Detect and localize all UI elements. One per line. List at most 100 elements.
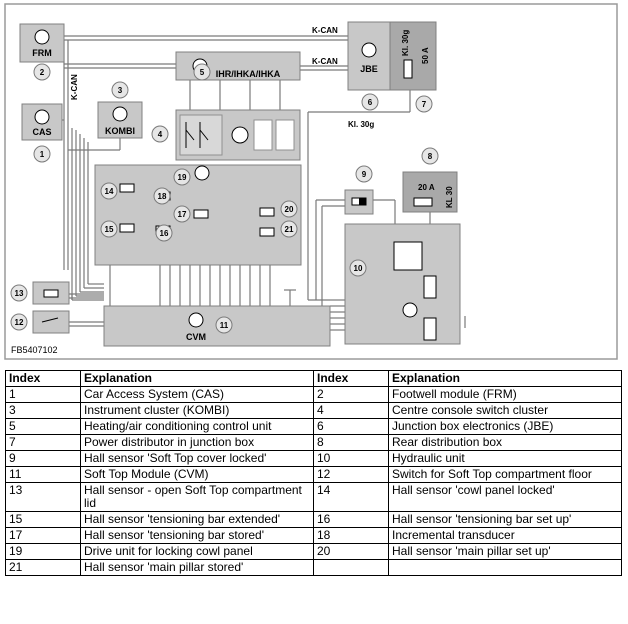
- jbe-module: JBE Kl. 30g 50 A: [347, 21, 437, 91]
- callout-6: 6: [361, 93, 379, 111]
- callout-number: 3: [118, 86, 123, 95]
- index-cell: 21: [5, 559, 81, 576]
- explanation-cell: Rear distribution box: [388, 434, 622, 451]
- callout-number: 14: [105, 187, 114, 196]
- bus-wiring: [60, 35, 466, 331]
- jbe-fuse-label: 50 A: [421, 47, 430, 64]
- callout-21: 21: [280, 220, 298, 238]
- callout-14: 14: [100, 182, 118, 200]
- callout-17: 17: [173, 205, 191, 223]
- hydraulic-unit: [344, 223, 461, 345]
- cas-label: CAS: [32, 127, 51, 137]
- callout-number: 11: [220, 321, 229, 330]
- index-cell: 12: [313, 466, 389, 483]
- hall-sensor-13: [32, 281, 70, 305]
- index-cell: 19: [5, 543, 81, 560]
- index-cell: 17: [5, 527, 81, 544]
- index-cell: 9: [5, 450, 81, 467]
- explanation-cell: Hall sensor 'cowl panel locked': [388, 482, 622, 512]
- callout-1: 1: [33, 145, 51, 163]
- callout-5: 5: [193, 63, 211, 81]
- callout-18: 18: [153, 187, 171, 205]
- explanation-cell: Switch for Soft Top compartment floor: [388, 466, 622, 483]
- explanation-cell: Hall sensor - open Soft Top compartment …: [80, 482, 314, 512]
- explanation-cell: Drive unit for locking cowl panel: [80, 543, 314, 560]
- callout-number: 10: [354, 264, 363, 273]
- kombi-label: KOMBI: [105, 126, 135, 136]
- explanation-cell: Soft Top Module (CVM): [80, 466, 314, 483]
- explanation-cell: Centre console switch cluster: [388, 402, 622, 419]
- explanation-cell: Hall sensor 'tensioning bar extended': [80, 511, 314, 528]
- callout-number: 1: [40, 150, 45, 159]
- callout-20: 20: [280, 200, 298, 218]
- callout-number: 2: [40, 68, 45, 77]
- callout-number: 13: [15, 289, 24, 298]
- callout-number: 6: [368, 98, 373, 107]
- legend-header-row: Index Explanation Index Explanation: [5, 370, 622, 387]
- kombi-module: KOMBI: [97, 101, 143, 139]
- header-index-2: Index: [313, 370, 389, 387]
- callout-number: 21: [285, 225, 294, 234]
- explanation-cell: Heating/air conditioning control unit: [80, 418, 314, 435]
- index-cell: 18: [313, 527, 389, 544]
- header-explanation-1: Explanation: [80, 370, 314, 387]
- callout-number: 15: [105, 225, 114, 234]
- header-index-1: Index: [5, 370, 81, 387]
- explanation-cell: Hall sensor 'tensioning bar stored': [80, 527, 314, 544]
- kl30g-label: Kl. 30g: [348, 120, 374, 129]
- switch-cluster: [175, 109, 301, 161]
- index-cell: 6: [313, 418, 389, 435]
- index-cell: 11: [5, 466, 81, 483]
- index-cell: 5: [5, 418, 81, 435]
- kcan-label-2: K-CAN: [312, 57, 338, 66]
- explanation-cell: Hall sensor 'main pillar stored': [80, 559, 314, 576]
- index-cell: 4: [313, 402, 389, 419]
- frm-label: FRM: [32, 48, 52, 58]
- callout-4: 4: [151, 125, 169, 143]
- callout-number: 16: [160, 229, 169, 238]
- index-cell: 8: [313, 434, 389, 451]
- callout-number: 9: [362, 170, 367, 179]
- callout-number: 7: [422, 100, 427, 109]
- cas-module: CAS: [21, 103, 63, 141]
- rear-fuse-label: 20 A: [418, 183, 435, 192]
- explanation-cell: Hydraulic unit: [388, 450, 622, 467]
- callout-2: 2: [33, 63, 51, 81]
- header-explanation-2: Explanation: [388, 370, 622, 387]
- callout-3: 3: [111, 81, 129, 99]
- index-cell: 20: [313, 543, 389, 560]
- callout-number: 19: [178, 173, 187, 182]
- hall-sensor-9: [344, 189, 374, 215]
- index-cell: 2: [313, 386, 389, 403]
- index-cell: 7: [5, 434, 81, 451]
- jbe-label: JBE: [360, 64, 378, 74]
- explanation-cell: Incremental transducer: [388, 527, 622, 544]
- callout-10: 10: [349, 259, 367, 277]
- explanation-cell: Hall sensor 'main pillar set up': [388, 543, 622, 560]
- index-cell: [313, 559, 389, 576]
- callout-9: 9: [355, 165, 373, 183]
- index-cell: 10: [313, 450, 389, 467]
- callout-number: 4: [158, 130, 163, 139]
- callout-number: 20: [285, 205, 294, 214]
- index-cell: 3: [5, 402, 81, 419]
- jbe-terminal-label: Kl. 30g: [401, 30, 410, 56]
- index-cell: 1: [5, 386, 81, 403]
- callout-number: 12: [15, 318, 24, 327]
- callout-number: 17: [178, 210, 187, 219]
- callout-16: 16: [155, 224, 173, 242]
- switch-12: [32, 310, 70, 334]
- cvm-label: CVM: [186, 332, 206, 342]
